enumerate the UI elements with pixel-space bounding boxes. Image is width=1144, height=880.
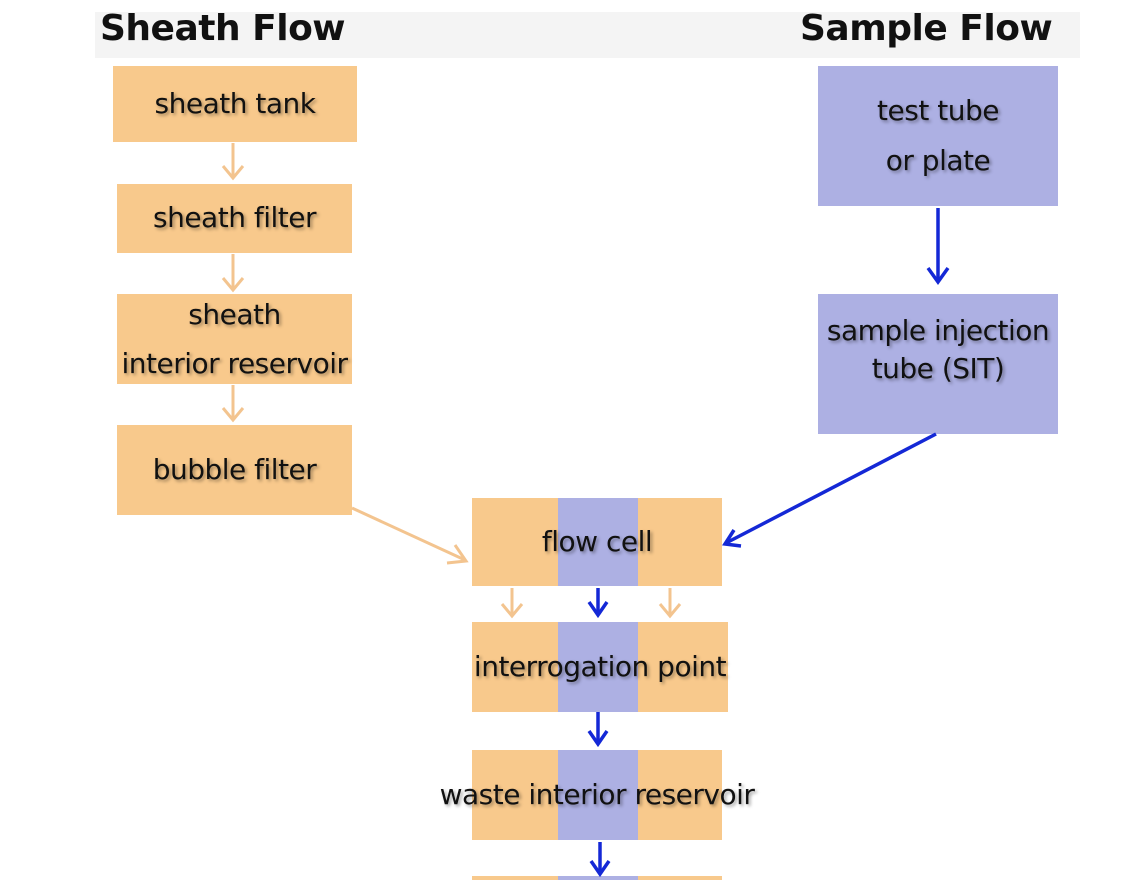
bubble-filter-label: bubble filter (152, 452, 317, 486)
sheath-filter-box: sheath filter (117, 184, 352, 253)
sheath-tank-box: sheath tank (113, 66, 357, 142)
arrow-sit-to-flowcell (725, 432, 937, 545)
flow-cell-label: flow cell (541, 525, 653, 559)
arrowhead-filter-to-reservoir (221, 277, 245, 293)
arrowhead-flowcell-to-interrogation (587, 601, 609, 619)
header-band (95, 12, 1080, 58)
sample-flow-heading: Sample Flow (800, 8, 1053, 49)
sheath-reservoir-box: sheath interior reservoir (117, 294, 352, 384)
arrowhead-sheath-right-down (658, 603, 682, 619)
arrowhead-sit-to-flowcell (722, 529, 742, 548)
test-tube-box: test tube or plate (818, 66, 1058, 206)
arrowhead-waste-down (589, 860, 611, 878)
interrogation-point-box: interrogation point (472, 622, 728, 712)
sit-box: sample injection tube (SIT) (818, 294, 1058, 434)
arrowhead-tank-to-filter (221, 165, 245, 181)
sample-arrows (587, 208, 950, 878)
sheath-filter-label: sheath filter (153, 201, 316, 235)
interrogation-point-label: interrogation point (473, 650, 727, 684)
arrow-bubble-to-flowcell (351, 506, 466, 562)
bubble-filter-box: bubble filter (117, 425, 352, 515)
arrowhead-sheath-left-down (500, 603, 524, 619)
arrowhead-reservoir-to-bubble (221, 407, 245, 423)
arrowhead-bubble-to-flowcell (446, 544, 469, 565)
arrowhead-interrogation-to-waste (587, 730, 609, 748)
arrowhead-tube-to-sit (926, 266, 950, 286)
next-box-partial (472, 876, 722, 880)
sheath-tank-label: sheath tank (154, 86, 316, 120)
sheath-arrows (221, 143, 682, 619)
sheath-flow-heading: Sheath Flow (100, 8, 346, 49)
waste-reservoir-label: waste interior reservoir (439, 777, 755, 811)
sheath-reservoir-label: sheath interior reservoir (121, 298, 348, 380)
waste-reservoir-box: waste interior reservoir (439, 750, 755, 840)
sit-label: sample injection tube (SIT) (826, 314, 1050, 385)
flow-cell-box: flow cell (472, 498, 722, 586)
test-tube-label: test tube or plate (877, 93, 999, 177)
